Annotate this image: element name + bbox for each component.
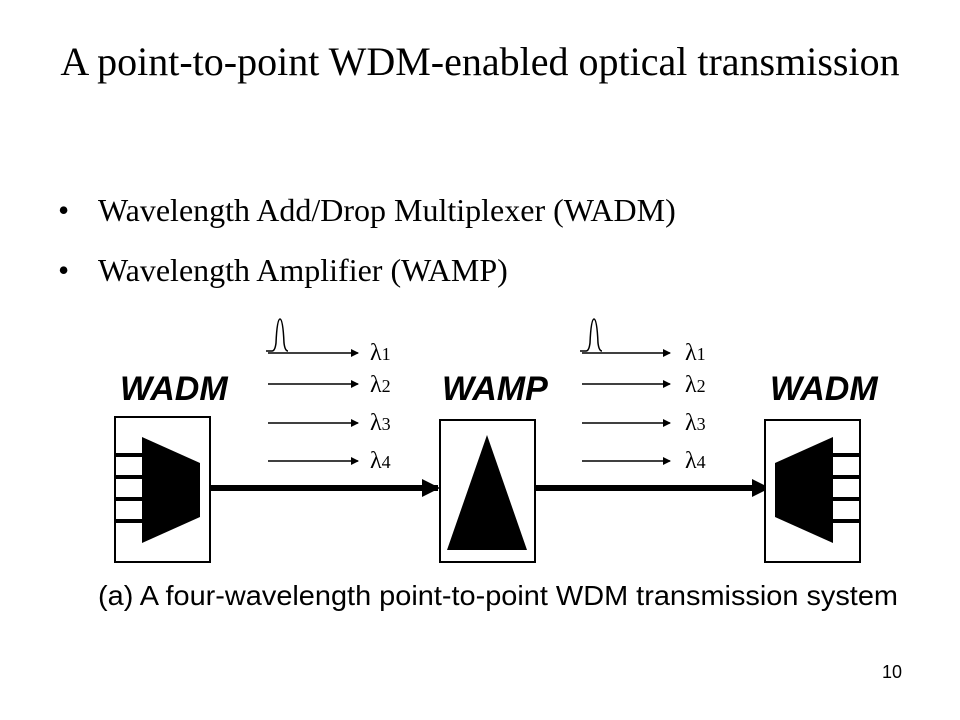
wavelength-group-1: λ1 λ2 λ3 λ4 [266, 318, 391, 474]
wavelength-label: λ2 [685, 372, 706, 398]
wavelength-label: λ2 [370, 372, 391, 398]
amplifier-triangle-icon [447, 435, 527, 550]
wavelength-label: λ1 [685, 340, 706, 366]
bullet-list: •Wavelength Add/Drop Multiplexer (WADM) … [58, 180, 676, 300]
bullet-icon: • [58, 192, 70, 228]
wavelength-label: λ4 [685, 448, 706, 474]
page-number: 10 [881, 662, 902, 682]
right-wadm-block [764, 419, 861, 563]
pulse-icon [266, 318, 289, 352]
wavelength-label: λ3 [685, 410, 706, 436]
bullet-text: Wavelength Add/Drop Multiplexer (WADM) [98, 192, 676, 228]
mux-trapezoid-icon [775, 437, 833, 543]
wavelength-label: λ4 [370, 448, 391, 474]
wdm-diagram: WADM WAMP WADM [90, 305, 910, 625]
left-wadm-label: WADM [120, 370, 228, 408]
wavelength-label: λ3 [370, 410, 391, 436]
bullet-icon: • [58, 252, 70, 288]
wdm-diagram-svg: WADM WAMP WADM [98, 318, 898, 611]
bullet-item: • Wavelength Amplifier (WAMP) [58, 240, 676, 300]
wamp-block [439, 419, 536, 563]
slide-title: A point-to-point WDM-enabled optical tra… [60, 39, 900, 84]
bullet-item: • Wavelength Add/Drop Multiplexer (WADM) [58, 180, 676, 240]
diagram-caption: (a) A four-wavelength point-to-point WDM… [98, 580, 898, 611]
bullet-text: Wavelength Amplifier (WAMP) [98, 252, 508, 288]
wamp-label: WAMP [442, 370, 548, 408]
wavelength-label: λ1 [370, 340, 391, 366]
left-wadm-block [114, 416, 211, 563]
right-wadm-label: WADM [770, 370, 878, 408]
demux-trapezoid-icon [142, 437, 200, 543]
wavelength-group-2: λ1 λ2 λ3 λ4 [580, 318, 706, 474]
pulse-icon [580, 318, 603, 352]
